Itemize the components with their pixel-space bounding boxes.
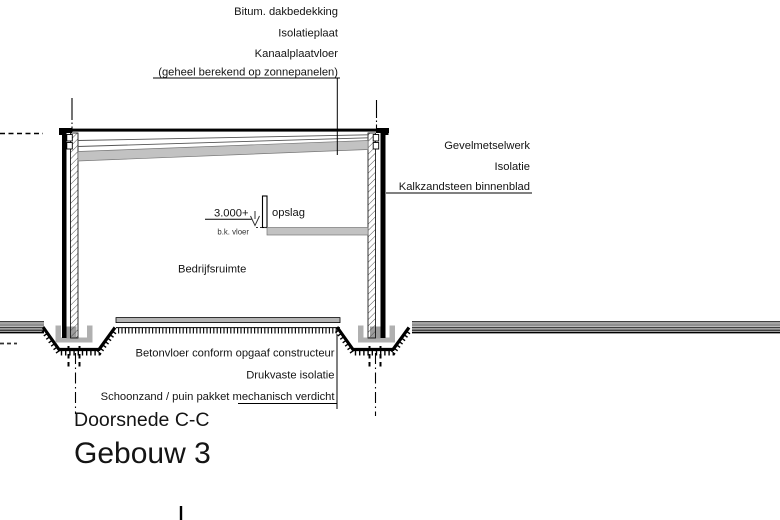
- drawing-title: Doorsnede C-C Gebouw 3: [74, 409, 211, 470]
- level-value: 3.000+: [214, 208, 249, 220]
- wall-annotations: Gevelmetselwerk Isolatie Kalkzandsteen b…: [386, 140, 532, 194]
- ground-line-right: [412, 321, 780, 334]
- roof-label-2: Isolatieplaat: [278, 28, 339, 40]
- roof-label-4: (geheel berekend op zonnepanelen): [158, 67, 338, 79]
- roof-assembly: [59, 128, 389, 162]
- floor-label-3: Schoonzand / puin pakket mechanisch verd…: [101, 391, 336, 403]
- excavation-teeth-right: [334, 329, 412, 356]
- left-wall-inner-leaf: [70, 132, 79, 339]
- floor-label-2: Drukvaste isolatie: [246, 370, 334, 382]
- building-title: Gebouw 3: [74, 437, 211, 470]
- foundation-pit-left: [40, 325, 118, 368]
- roof-label-3: Kanaalplaatvloer: [255, 48, 339, 60]
- ground-line-left: [0, 321, 44, 334]
- wall-label-2: Isolatie: [495, 161, 530, 173]
- roof-membrane: [59, 128, 389, 132]
- bearing-detail-left: [66, 134, 73, 142]
- right-wall-inner-leaf: [367, 132, 376, 339]
- right-wall-masonry: [380, 130, 386, 338]
- level-reference: b.k. vloer: [217, 228, 249, 237]
- concrete-floor: [115, 317, 341, 334]
- section-title: Doorsnede C-C: [74, 409, 209, 431]
- level-arrow-icon: [250, 215, 260, 227]
- left-wall: [59, 128, 79, 339]
- mezzanine-slab: [266, 227, 369, 236]
- insulation-line-1: [77, 134, 369, 141]
- floor-label-1: Betonvloer conform opgaaf constructeur: [136, 348, 335, 360]
- excavation-teeth-left: [40, 329, 118, 356]
- wall-label-1: Gevelmetselwerk: [444, 140, 530, 152]
- wall-label-3: Kalkzandsteen binnenblad: [399, 181, 530, 193]
- roof-annotations: Bitum. dakbedekking Isolatieplaat Kanaal…: [153, 6, 340, 155]
- left-wall-masonry: [62, 130, 67, 338]
- mezzanine-floor: [261, 195, 369, 236]
- right-wall: [367, 128, 389, 339]
- insulation-line-2: [77, 137, 369, 147]
- roof-label-1: Bitum. dakbedekking: [234, 6, 338, 18]
- floor-annotations: Betonvloer conform opgaaf constructeur D…: [101, 334, 338, 409]
- level-marker: 3.000+ b.k. vloer: [205, 208, 266, 237]
- grid-lines: [0, 98, 378, 520]
- room-label-storage: opslag: [272, 207, 305, 219]
- bearing-detail-right: [372, 134, 380, 142]
- roof-slab: [77, 140, 369, 162]
- room-label-hall: Bedrijfsruimte: [178, 264, 246, 276]
- mezzanine-edge: [261, 195, 268, 229]
